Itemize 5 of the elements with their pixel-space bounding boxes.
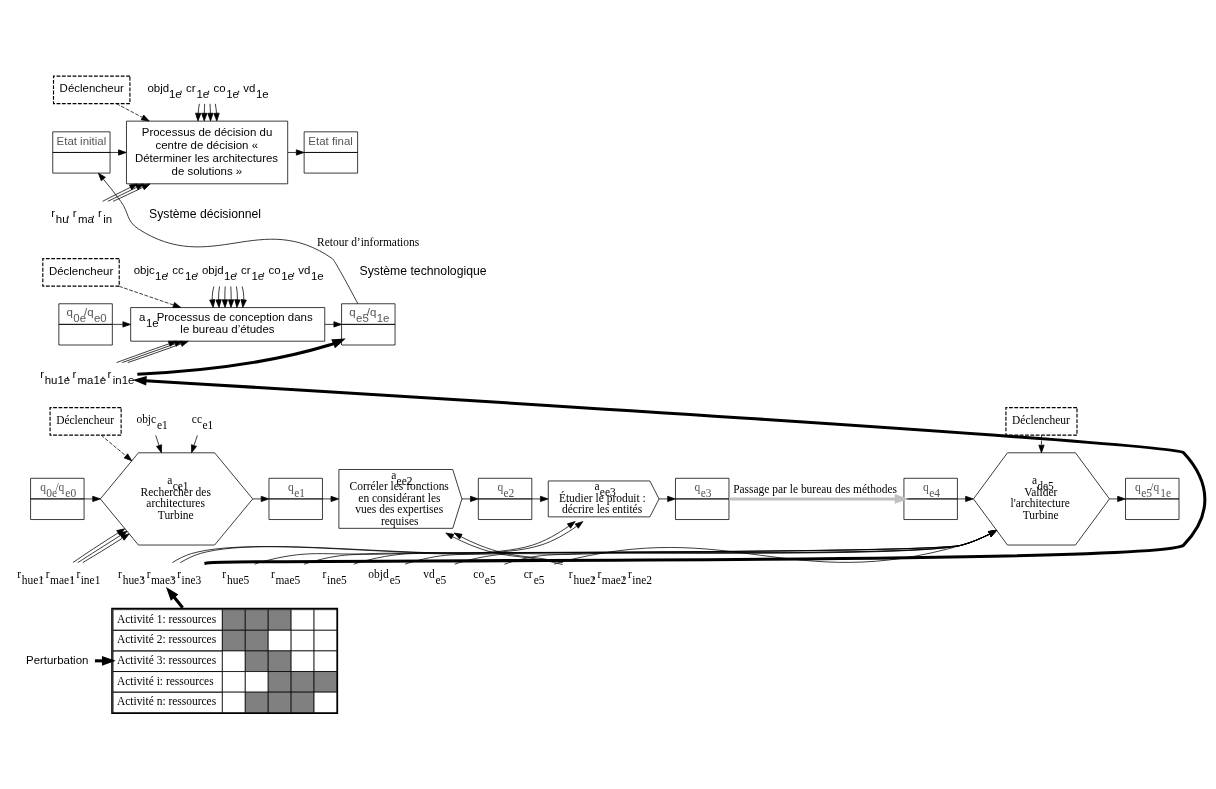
edge-label: Retour d’informations — [317, 235, 420, 248]
label: Système technologique — [359, 263, 487, 278]
edge-label: Passage par le bureau des méthodes — [733, 482, 897, 495]
node-text: Perturbation — [26, 653, 89, 666]
label: Système décisionnel — [149, 206, 262, 221]
